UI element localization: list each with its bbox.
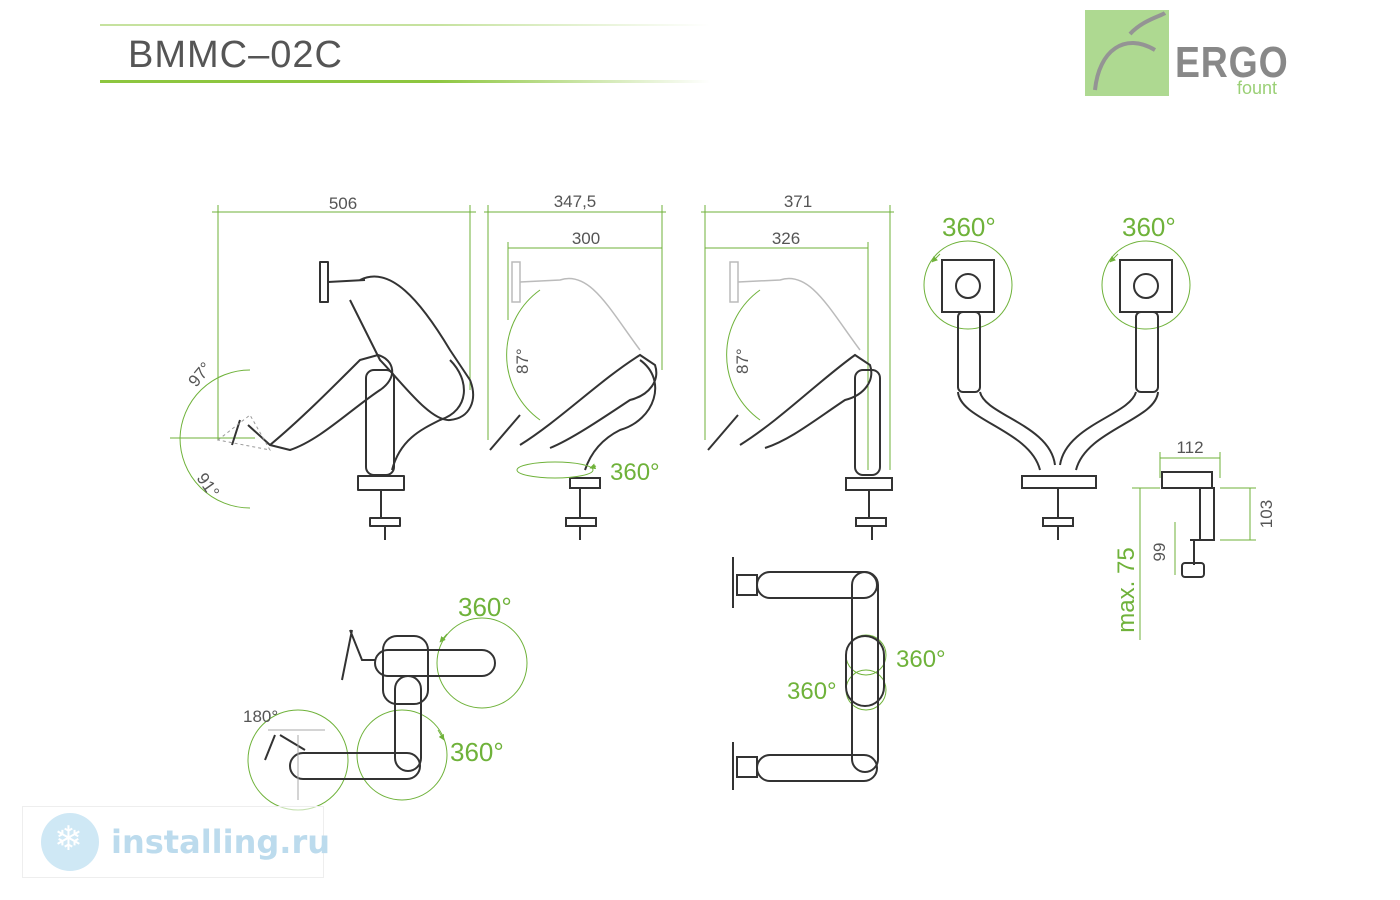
logo-mark — [1085, 10, 1169, 96]
rot-top-joint: 360° — [458, 592, 512, 622]
rot-tilt-180: 180° — [243, 707, 278, 726]
rot-dual-lower: 360° — [787, 678, 837, 705]
side-view-lift-3: 371 326 87° — [701, 192, 894, 540]
model-title: BMMC–02C — [128, 34, 343, 76]
watermark-snowflake-icon — [41, 813, 99, 871]
rot-mid-joint: 360° — [450, 737, 504, 767]
dim-lift-3: 87° — [733, 348, 752, 374]
rot-base-swivel: 360° — [610, 459, 660, 486]
dim-reach-2-inner: 300 — [572, 229, 600, 248]
dim-reach-1: 506 — [329, 194, 357, 213]
side-view-lift-2: 347,5 300 87° 360° — [484, 192, 666, 540]
front-view-dual: 360° 360° — [923, 212, 1191, 540]
dim-lift-2: 87° — [513, 348, 532, 374]
logo-swoosh-icon — [1093, 11, 1167, 91]
dim-tilt-up: 97° — [185, 359, 216, 391]
dim-reach-2-outer: 347,5 — [554, 192, 597, 211]
dim-desk-max: max. 75 — [1113, 547, 1140, 632]
watermark: installing.ru — [22, 806, 330, 878]
brand-logo: ERGO fount — [1085, 10, 1295, 105]
watermark-text: installing.ru — [111, 823, 330, 861]
dim-clamp-height: 103 — [1257, 500, 1276, 528]
header-rule-top — [100, 24, 710, 26]
dim-clamp-depth: 99 — [1150, 543, 1169, 562]
top-view-dual: 360° 360° — [732, 557, 946, 790]
dim-reach-3-outer: 371 — [784, 192, 812, 211]
rot-dual-upper: 360° — [896, 646, 946, 673]
top-view-single: 360° 360° 180° — [243, 592, 528, 811]
dim-tilt-down: 91° — [193, 469, 223, 501]
logo-word: ERGO — [1175, 38, 1289, 87]
dim-clamp-width: 112 — [1176, 438, 1203, 457]
side-view-tilt: 506 97° 91° — [170, 194, 476, 540]
rot-vesa-right: 360° — [1122, 212, 1176, 242]
clamp-view: 112 103 99 max. 75 — [1113, 438, 1276, 640]
header-rule-bottom — [100, 80, 710, 83]
rot-vesa-left: 360° — [942, 212, 996, 242]
logo-sub: fount — [1237, 78, 1278, 98]
dim-reach-3-inner: 326 — [772, 229, 800, 248]
